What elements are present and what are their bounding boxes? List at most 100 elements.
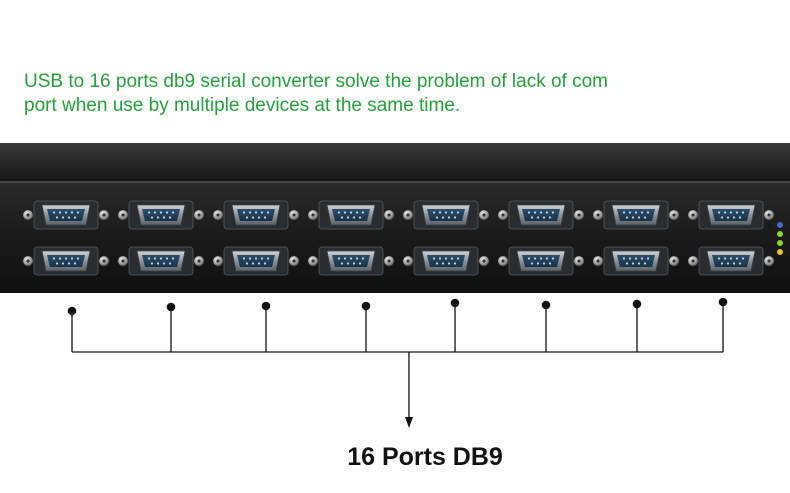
- db9-port: [22, 200, 110, 230]
- pin: [548, 216, 552, 219]
- pin: [251, 262, 255, 265]
- pin: [536, 216, 540, 219]
- screw-hole: [102, 213, 106, 217]
- screw-hole: [292, 213, 296, 217]
- pin: [738, 262, 742, 265]
- screw-hole: [501, 213, 505, 217]
- screw-hole: [767, 213, 771, 217]
- pin: [257, 216, 261, 219]
- connection-dot: [166, 302, 176, 312]
- screw-hole: [102, 259, 106, 263]
- pin: [245, 262, 249, 265]
- pin: [548, 262, 552, 265]
- pin: [536, 262, 540, 265]
- pin: [159, 211, 163, 214]
- screw-hole: [596, 213, 600, 217]
- pin: [640, 257, 644, 260]
- screw-hole: [577, 259, 581, 263]
- pin: [625, 216, 629, 219]
- caption-text: 16 Ports DB9: [347, 443, 503, 471]
- pin: [52, 257, 56, 260]
- pin: [634, 211, 638, 214]
- pin: [150, 216, 154, 219]
- screw-hole: [596, 259, 600, 263]
- pin: [266, 211, 270, 214]
- db9-port: [212, 200, 300, 230]
- pin: [444, 257, 448, 260]
- pin: [340, 216, 344, 219]
- screw-hole: [672, 213, 676, 217]
- pin: [340, 262, 344, 265]
- pin: [355, 211, 359, 214]
- screw-hole: [482, 259, 486, 263]
- pin: [717, 211, 721, 214]
- pin: [171, 257, 175, 260]
- screw-hole: [197, 259, 201, 263]
- pin: [726, 262, 730, 265]
- db9-port: [592, 246, 680, 276]
- status-leds: [767, 222, 783, 255]
- pin: [741, 211, 745, 214]
- chassis-edge-highlight: [0, 181, 790, 183]
- pin: [545, 257, 549, 260]
- pin: [527, 257, 531, 260]
- pin: [720, 262, 724, 265]
- screw-hole: [216, 259, 220, 263]
- headline-line-1: USB to 16 ports db9 serial converter sol…: [24, 71, 608, 92]
- screw-hole: [197, 213, 201, 217]
- pin-insert: [522, 255, 560, 267]
- pin: [533, 211, 537, 214]
- headline-line-2: port when use by multiple devices at the…: [24, 95, 461, 116]
- pin: [76, 211, 80, 214]
- pin: [735, 211, 739, 214]
- pin: [67, 216, 71, 219]
- pin: [70, 257, 74, 260]
- connection-dot: [450, 298, 460, 308]
- pin: [456, 211, 460, 214]
- screw-hole: [577, 213, 581, 217]
- pin: [67, 262, 71, 265]
- screw-hole: [767, 259, 771, 263]
- pin: [153, 257, 157, 260]
- pin: [242, 257, 246, 260]
- pin: [266, 257, 270, 260]
- pin-insert: [427, 255, 465, 267]
- pin: [251, 216, 255, 219]
- pin-insert: [47, 255, 85, 267]
- pin: [61, 262, 65, 265]
- pin: [58, 257, 62, 260]
- screw-hole: [482, 213, 486, 217]
- pin: [147, 257, 151, 260]
- pin: [530, 262, 534, 265]
- pin-insert: [142, 209, 180, 221]
- pin: [723, 211, 727, 214]
- screw-hole: [216, 213, 220, 217]
- pin: [444, 211, 448, 214]
- pin: [453, 216, 457, 219]
- connection-dot: [361, 301, 371, 311]
- pin: [628, 211, 632, 214]
- connection-dot: [541, 300, 551, 310]
- pin: [637, 216, 641, 219]
- pin: [254, 257, 258, 260]
- db9-port: [22, 246, 110, 276]
- chassis-face: [0, 181, 790, 293]
- pin: [542, 262, 546, 265]
- pin: [162, 262, 166, 265]
- pin: [162, 216, 166, 219]
- pin: [245, 216, 249, 219]
- pin: [732, 216, 736, 219]
- pin: [257, 262, 261, 265]
- pin: [646, 211, 650, 214]
- db9-port: [497, 200, 585, 230]
- pin: [153, 211, 157, 214]
- pin: [352, 262, 356, 265]
- pin: [156, 262, 160, 265]
- pin: [622, 257, 626, 260]
- pin: [625, 262, 629, 265]
- pin: [55, 216, 59, 219]
- screw-hole: [387, 213, 391, 217]
- pin: [646, 257, 650, 260]
- pin: [349, 211, 353, 214]
- pin: [352, 216, 356, 219]
